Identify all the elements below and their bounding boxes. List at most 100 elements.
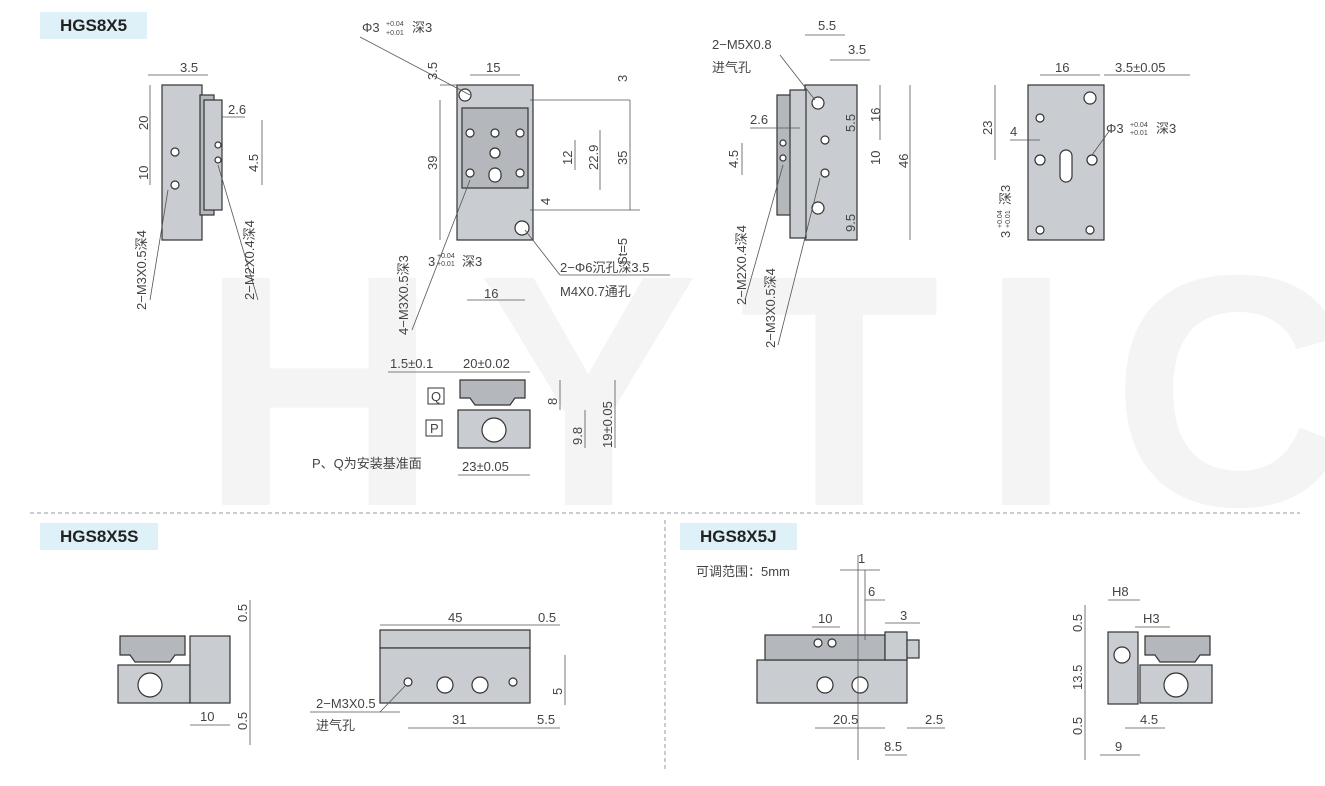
dim-23: 23±0.05	[462, 459, 509, 474]
view-s-side: 45 0.5 5 5.5 31 2−M3X0.5 进气孔	[310, 610, 566, 733]
callout-m4-through: M4X0.7通孔	[560, 284, 631, 299]
hole-icon	[170, 180, 180, 190]
s-top-plate	[379, 629, 531, 649]
dim-1: 1	[858, 551, 865, 566]
side-body	[161, 84, 203, 241]
hole-icon	[471, 676, 489, 694]
section-title-hgs8x5s: HGS8X5S	[40, 523, 159, 550]
dim-6: 6	[868, 584, 875, 599]
hole-icon	[490, 128, 500, 138]
bore-icon	[481, 417, 507, 443]
dim-5-5: 5.5	[537, 712, 555, 727]
bore-icon	[1163, 672, 1189, 698]
hole-icon	[820, 168, 830, 178]
dim-10: 10	[818, 611, 832, 626]
dim-31: 31	[452, 712, 466, 727]
dim-9-8: 9.8	[570, 427, 585, 445]
hole-icon	[465, 128, 475, 138]
watermark: HYTIC	[200, 206, 1325, 575]
dim-45: 45	[448, 610, 462, 625]
hole-icon	[1035, 113, 1045, 123]
dim-23: 23	[980, 121, 995, 135]
dim-8-5: 8.5	[884, 739, 902, 754]
phi3-label: Φ3	[362, 20, 380, 35]
dim-10: 10	[868, 151, 883, 165]
section-title-hgs8x5: HGS8X5	[40, 12, 148, 39]
callout-m2-depth: 2−M2X0.4深4	[242, 220, 257, 300]
hole-icon	[214, 141, 222, 149]
dim-stroke: St=5	[615, 238, 630, 265]
dim-0-5-top: 0.5	[1070, 614, 1085, 632]
v-depth: 深3	[998, 185, 1013, 205]
phi3-tol-lower: +0.01	[1130, 130, 1148, 137]
hole-icon	[779, 154, 787, 162]
callout-m5: 2−M5X0.8	[712, 37, 772, 52]
pin-hole-icon	[1034, 154, 1046, 166]
dim-h8: H8	[1112, 584, 1129, 599]
hole-icon	[515, 128, 525, 138]
phi3-depth: 深3	[412, 20, 432, 35]
dim-16: 16	[868, 108, 883, 122]
phi3-depth: 深3	[1156, 121, 1176, 136]
j-adjust-screw	[906, 639, 920, 659]
dim-h3: H3	[1143, 611, 1160, 626]
dim-5-5-top: 5.5	[818, 18, 836, 33]
dim-22-9: 22.9	[586, 145, 601, 170]
end-carriage	[459, 379, 526, 406]
pin-hole-icon	[1086, 154, 1098, 166]
dim-10: 10	[200, 709, 214, 724]
dim-5-5: 5.5	[843, 114, 858, 132]
dim-0-5-bottom: 0.5	[1070, 717, 1085, 735]
dim-9-5: 9.5	[843, 214, 858, 232]
callout-counterbore: 2−Φ6沉孔深3.5	[560, 260, 650, 275]
datum-p: P	[430, 421, 439, 436]
hole-icon	[214, 156, 222, 164]
datum-q-box	[427, 387, 445, 405]
dim-16: 16	[1055, 60, 1069, 75]
dim-4: 4	[538, 198, 553, 205]
slot-icon	[488, 167, 502, 183]
hole-depth: 深3	[462, 254, 482, 269]
dim-15: 15	[486, 60, 500, 75]
dim-20: 20±0.02	[463, 356, 510, 371]
dim-35: 35	[615, 151, 630, 165]
hole-icon	[515, 168, 525, 178]
counterbore-icon	[514, 220, 530, 236]
view-j-end: H8 H3 0.5 13.5 0.5 4.5 9	[1070, 584, 1213, 760]
dim-3-5: 3.5	[180, 60, 198, 75]
dim-2-6: 2.6	[228, 102, 246, 117]
callout-m3-depth: 4−M3X0.5深3	[396, 255, 411, 335]
s-carriage	[119, 635, 186, 663]
hole-tol-lower: +0.01	[437, 261, 455, 268]
phi3-label: Φ3	[1106, 121, 1124, 136]
s-side-body	[379, 647, 531, 704]
hole-icon	[816, 676, 834, 694]
callout-m3-depth: 2−M3X0.5深4	[134, 230, 149, 310]
view-side-right: 2−M5X0.8 进气孔 5.5 3.5 2.6 5.5 16 4.5 10 4…	[712, 18, 911, 348]
hole-tol-upper: +0.04	[437, 253, 455, 260]
s-stopper	[189, 635, 231, 704]
port-icon	[811, 201, 825, 215]
j-carriage	[764, 634, 886, 661]
datum-p-box	[425, 419, 443, 437]
dim-20-5: 20.5	[833, 712, 858, 727]
side-rail	[789, 89, 807, 239]
view-top: Φ3 +0.04 +0.01 深3 3.5 15 3 39 12 22.9 35…	[359, 20, 670, 335]
v-base: 3	[998, 231, 1013, 238]
hole-icon	[1035, 225, 1045, 235]
view-side-left: 3.5 2.6 20 10 4.5 2−M3X0.5深4 2−M2X0.4深4	[134, 60, 263, 310]
dim-4-5: 4.5	[1140, 712, 1158, 727]
dim-4-5: 4.5	[246, 154, 261, 172]
dim-4-5: 4.5	[726, 150, 741, 168]
port-icon	[403, 677, 413, 687]
dim-5: 5	[550, 688, 565, 695]
dim-13-5: 13.5	[1070, 665, 1085, 690]
dim-3-5-tol: 3.5±0.05	[1115, 60, 1166, 75]
hole-base: 3	[428, 254, 435, 269]
dim-1-5: 1.5±0.1	[390, 356, 433, 371]
phi3-tol-lower: +0.01	[386, 30, 404, 37]
hole-icon	[1083, 91, 1097, 105]
section-title-hgs8x5j: HGS8X5J	[680, 523, 797, 550]
dim-10: 10	[136, 166, 151, 180]
